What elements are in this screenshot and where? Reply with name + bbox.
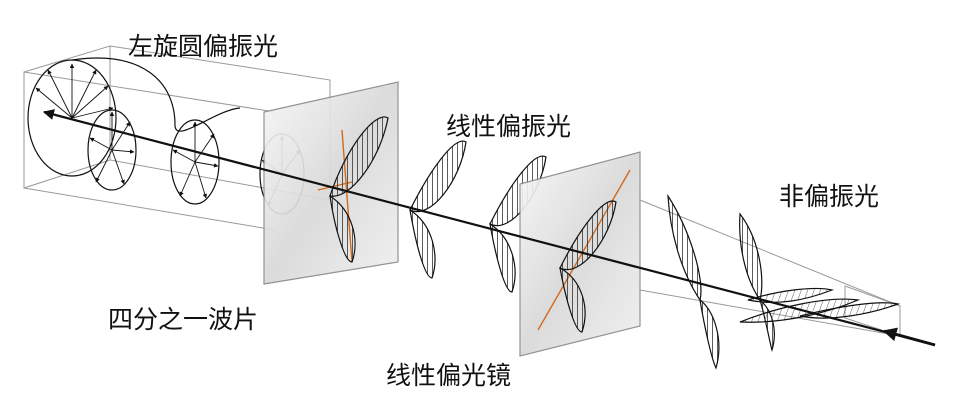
circular-wave [27,57,305,215]
label-left-circular: 左旋圆偏振光 [128,32,279,61]
beam-axis [42,109,936,347]
helix-loop-2 [170,119,220,205]
unpolarized-wave [667,193,901,370]
polarizer-wave [559,200,617,333]
quarter-wave-plate [263,81,399,285]
label-linear-polarized: 线性偏振光 [446,112,572,141]
label-quarter-wave-plate: 四分之一波片 [108,305,259,334]
label-linear-polarizer: 线性偏光镜 [386,361,512,390]
propagation-box [23,45,331,231]
label-unpolarized: 非偏振光 [779,182,880,211]
linear-wave [329,116,547,293]
arrow-left-icon [42,109,936,347]
